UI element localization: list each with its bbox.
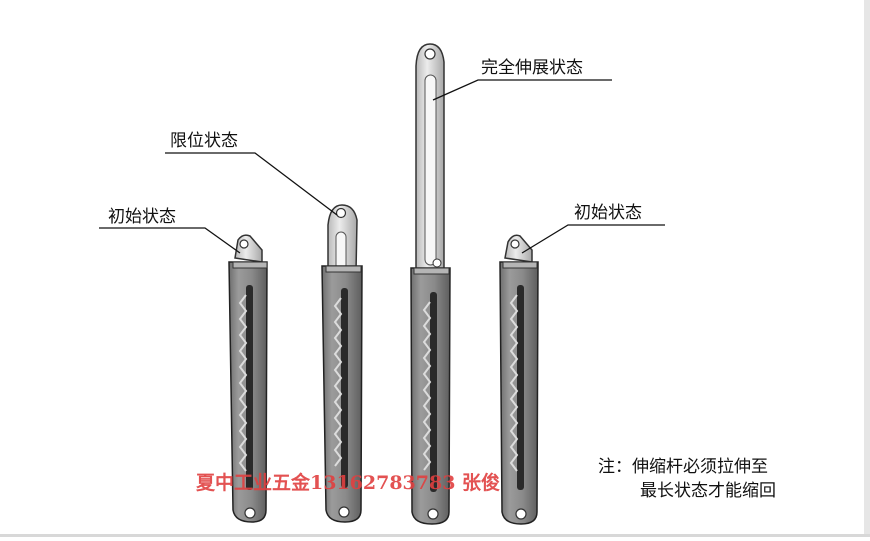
rod-initial-right	[499, 234, 539, 525]
rod-limit	[321, 204, 363, 523]
leader-initial-right	[521, 224, 665, 254]
note: 注：伸缩杆必须拉伸至 最长状态才能缩回	[598, 455, 776, 503]
rod-fully-extended	[410, 43, 451, 525]
right-edge-divider	[864, 0, 870, 537]
watermark-text: 夏中工业五金13162783783 张俊	[196, 472, 501, 494]
rod-initial-left	[228, 234, 268, 523]
note-line-2: 最长状态才能缩回	[640, 481, 776, 501]
label-initial-right: 初始状态	[574, 203, 642, 223]
label-fully-extended: 完全伸展状态	[481, 58, 583, 78]
note-line-1: 注：伸缩杆必须拉伸至	[598, 457, 768, 477]
bottom-edge-divider	[0, 534, 870, 537]
label-limit: 限位状态	[170, 131, 238, 151]
leader-initial-left	[99, 227, 241, 254]
label-initial-left: 初始状态	[108, 207, 176, 227]
leader-lines	[99, 79, 665, 254]
leader-limit	[165, 152, 338, 216]
leader-fully-extended	[432, 79, 612, 101]
